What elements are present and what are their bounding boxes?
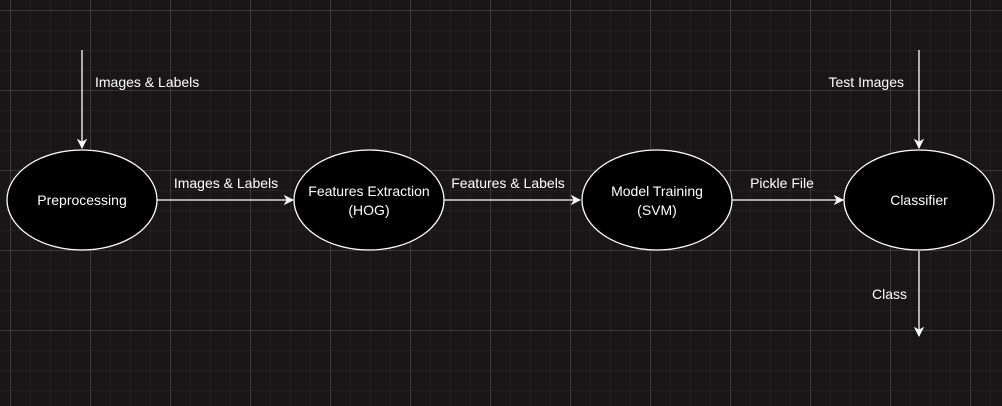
edge-label-test-images: Test Images	[829, 74, 904, 90]
edge-label-pre-to-feat: Images & Labels	[174, 175, 278, 191]
node-classifier[interactable]: Classifier	[843, 149, 995, 251]
node-preprocessing-label: Preprocessing	[37, 192, 127, 208]
node-features-extraction[interactable]: Features Extraction (HOG)	[293, 149, 445, 251]
edge-label-feat-to-train: Features & Labels	[451, 175, 565, 191]
node-preprocessing[interactable]: Preprocessing	[6, 149, 158, 251]
node-features-sublabel: (HOG)	[348, 202, 389, 218]
edge-label-input-left: Images & Labels	[95, 74, 199, 90]
node-training-label: Model Training	[611, 183, 703, 199]
node-training-sublabel: (SVM)	[637, 202, 677, 218]
edge-label-class: Class	[872, 286, 907, 302]
edge-label-train-to-class: Pickle File	[750, 175, 814, 191]
node-model-training[interactable]: Model Training (SVM)	[581, 149, 733, 251]
node-features-label: Features Extraction	[308, 183, 429, 199]
node-classifier-label: Classifier	[890, 192, 948, 208]
